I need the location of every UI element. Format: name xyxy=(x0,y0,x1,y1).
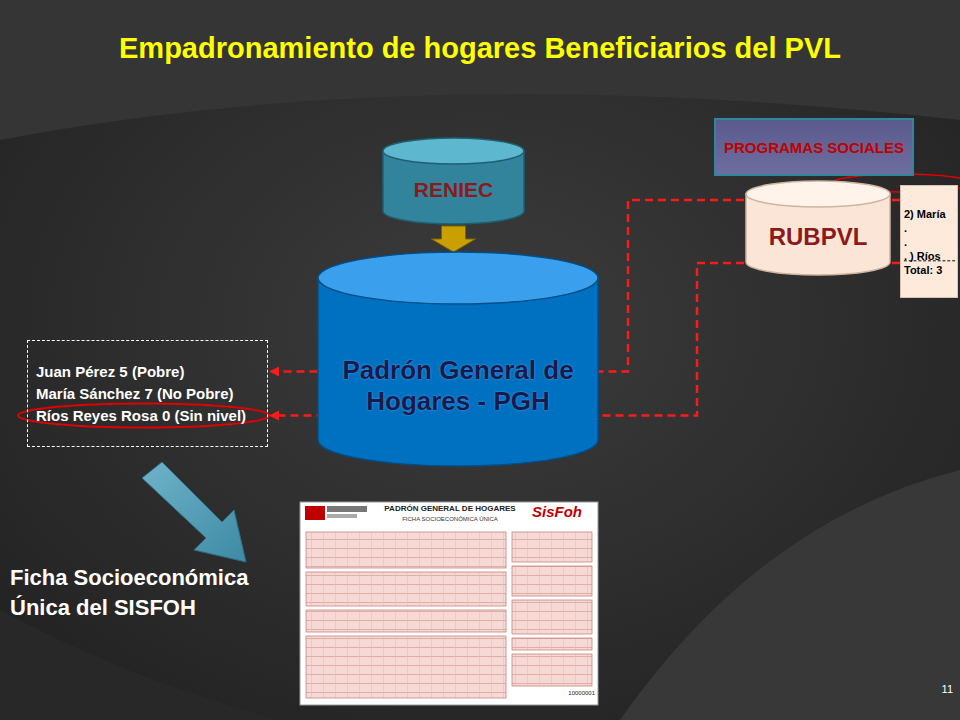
node-text: Ríos Reyes Rosa 0 (Sin nivel) xyxy=(36,406,259,426)
page-number: 11 xyxy=(925,683,953,696)
teal-block-arrow xyxy=(142,462,246,562)
heading-box: PROGRAMAS SOCIALES xyxy=(714,118,914,176)
decor-swoosh xyxy=(0,610,280,720)
cylinder-body xyxy=(318,278,598,466)
block-arrow-connector xyxy=(432,226,476,252)
node-content: 2) María... ) RíosTotal: 3 xyxy=(901,186,957,297)
node-text: . ) Ríos xyxy=(904,249,954,263)
node-text: María Sánchez 7 (No Pobre) xyxy=(36,384,259,404)
node-text: Padrón General de Hogares - PGH xyxy=(332,355,584,417)
node-text: Total: 3 xyxy=(904,263,954,277)
caption-text: Ficha Socioeconómica Única del SISFOH xyxy=(10,563,302,623)
node-content: PROGRAMAS SOCIALES xyxy=(716,120,912,174)
node-text: PROGRAMAS SOCIALES xyxy=(722,139,906,156)
slide-title: Empadronamiento de hogares Beneficiarios… xyxy=(65,30,895,66)
node-content: RENIEC xyxy=(383,138,524,224)
form-subheading: FICHA SOCIOECONÓMICA ÚNICA xyxy=(375,515,525,523)
database-cylinder: RENIEC xyxy=(383,138,524,224)
highlight-ellipse xyxy=(18,404,269,428)
node-text: . xyxy=(904,221,954,235)
list-panel: 2) María... ) RíosTotal: 3 xyxy=(900,185,958,298)
gold-arrow xyxy=(432,226,476,252)
database-cylinder: RUBPVL xyxy=(746,181,890,275)
cylinder-top xyxy=(746,181,890,207)
node-text: 2) María xyxy=(904,207,954,221)
cylinder-top xyxy=(383,138,524,164)
cylinder-top xyxy=(318,252,598,304)
ficha-form xyxy=(300,502,598,705)
node-content: RUBPVL xyxy=(746,181,890,275)
database-cylinder: Padrón General de Hogares - PGH xyxy=(318,252,598,466)
node-text: Juan Pérez 5 (Pobre) xyxy=(36,362,259,382)
form-heading: PADRÓN GENERAL DE HOGARES xyxy=(375,504,525,514)
list-box: Juan Pérez 5 (Pobre)María Sánchez 7 (No … xyxy=(27,340,268,447)
decor-swoosh xyxy=(620,470,960,720)
node-content: Padrón General de Hogares - PGH xyxy=(318,252,598,466)
separator-line xyxy=(901,186,957,297)
node-content: Juan Pérez 5 (Pobre)María Sánchez 7 (No … xyxy=(28,341,267,446)
arrow-head xyxy=(269,367,279,377)
arrow-head xyxy=(269,411,279,421)
form-number: 10000001 xyxy=(540,689,595,697)
node-text: . xyxy=(904,235,954,249)
logo-text: SisFoh xyxy=(522,503,592,521)
node-text: RENIEC xyxy=(389,178,518,202)
node-text: RUBPVL xyxy=(752,223,884,251)
